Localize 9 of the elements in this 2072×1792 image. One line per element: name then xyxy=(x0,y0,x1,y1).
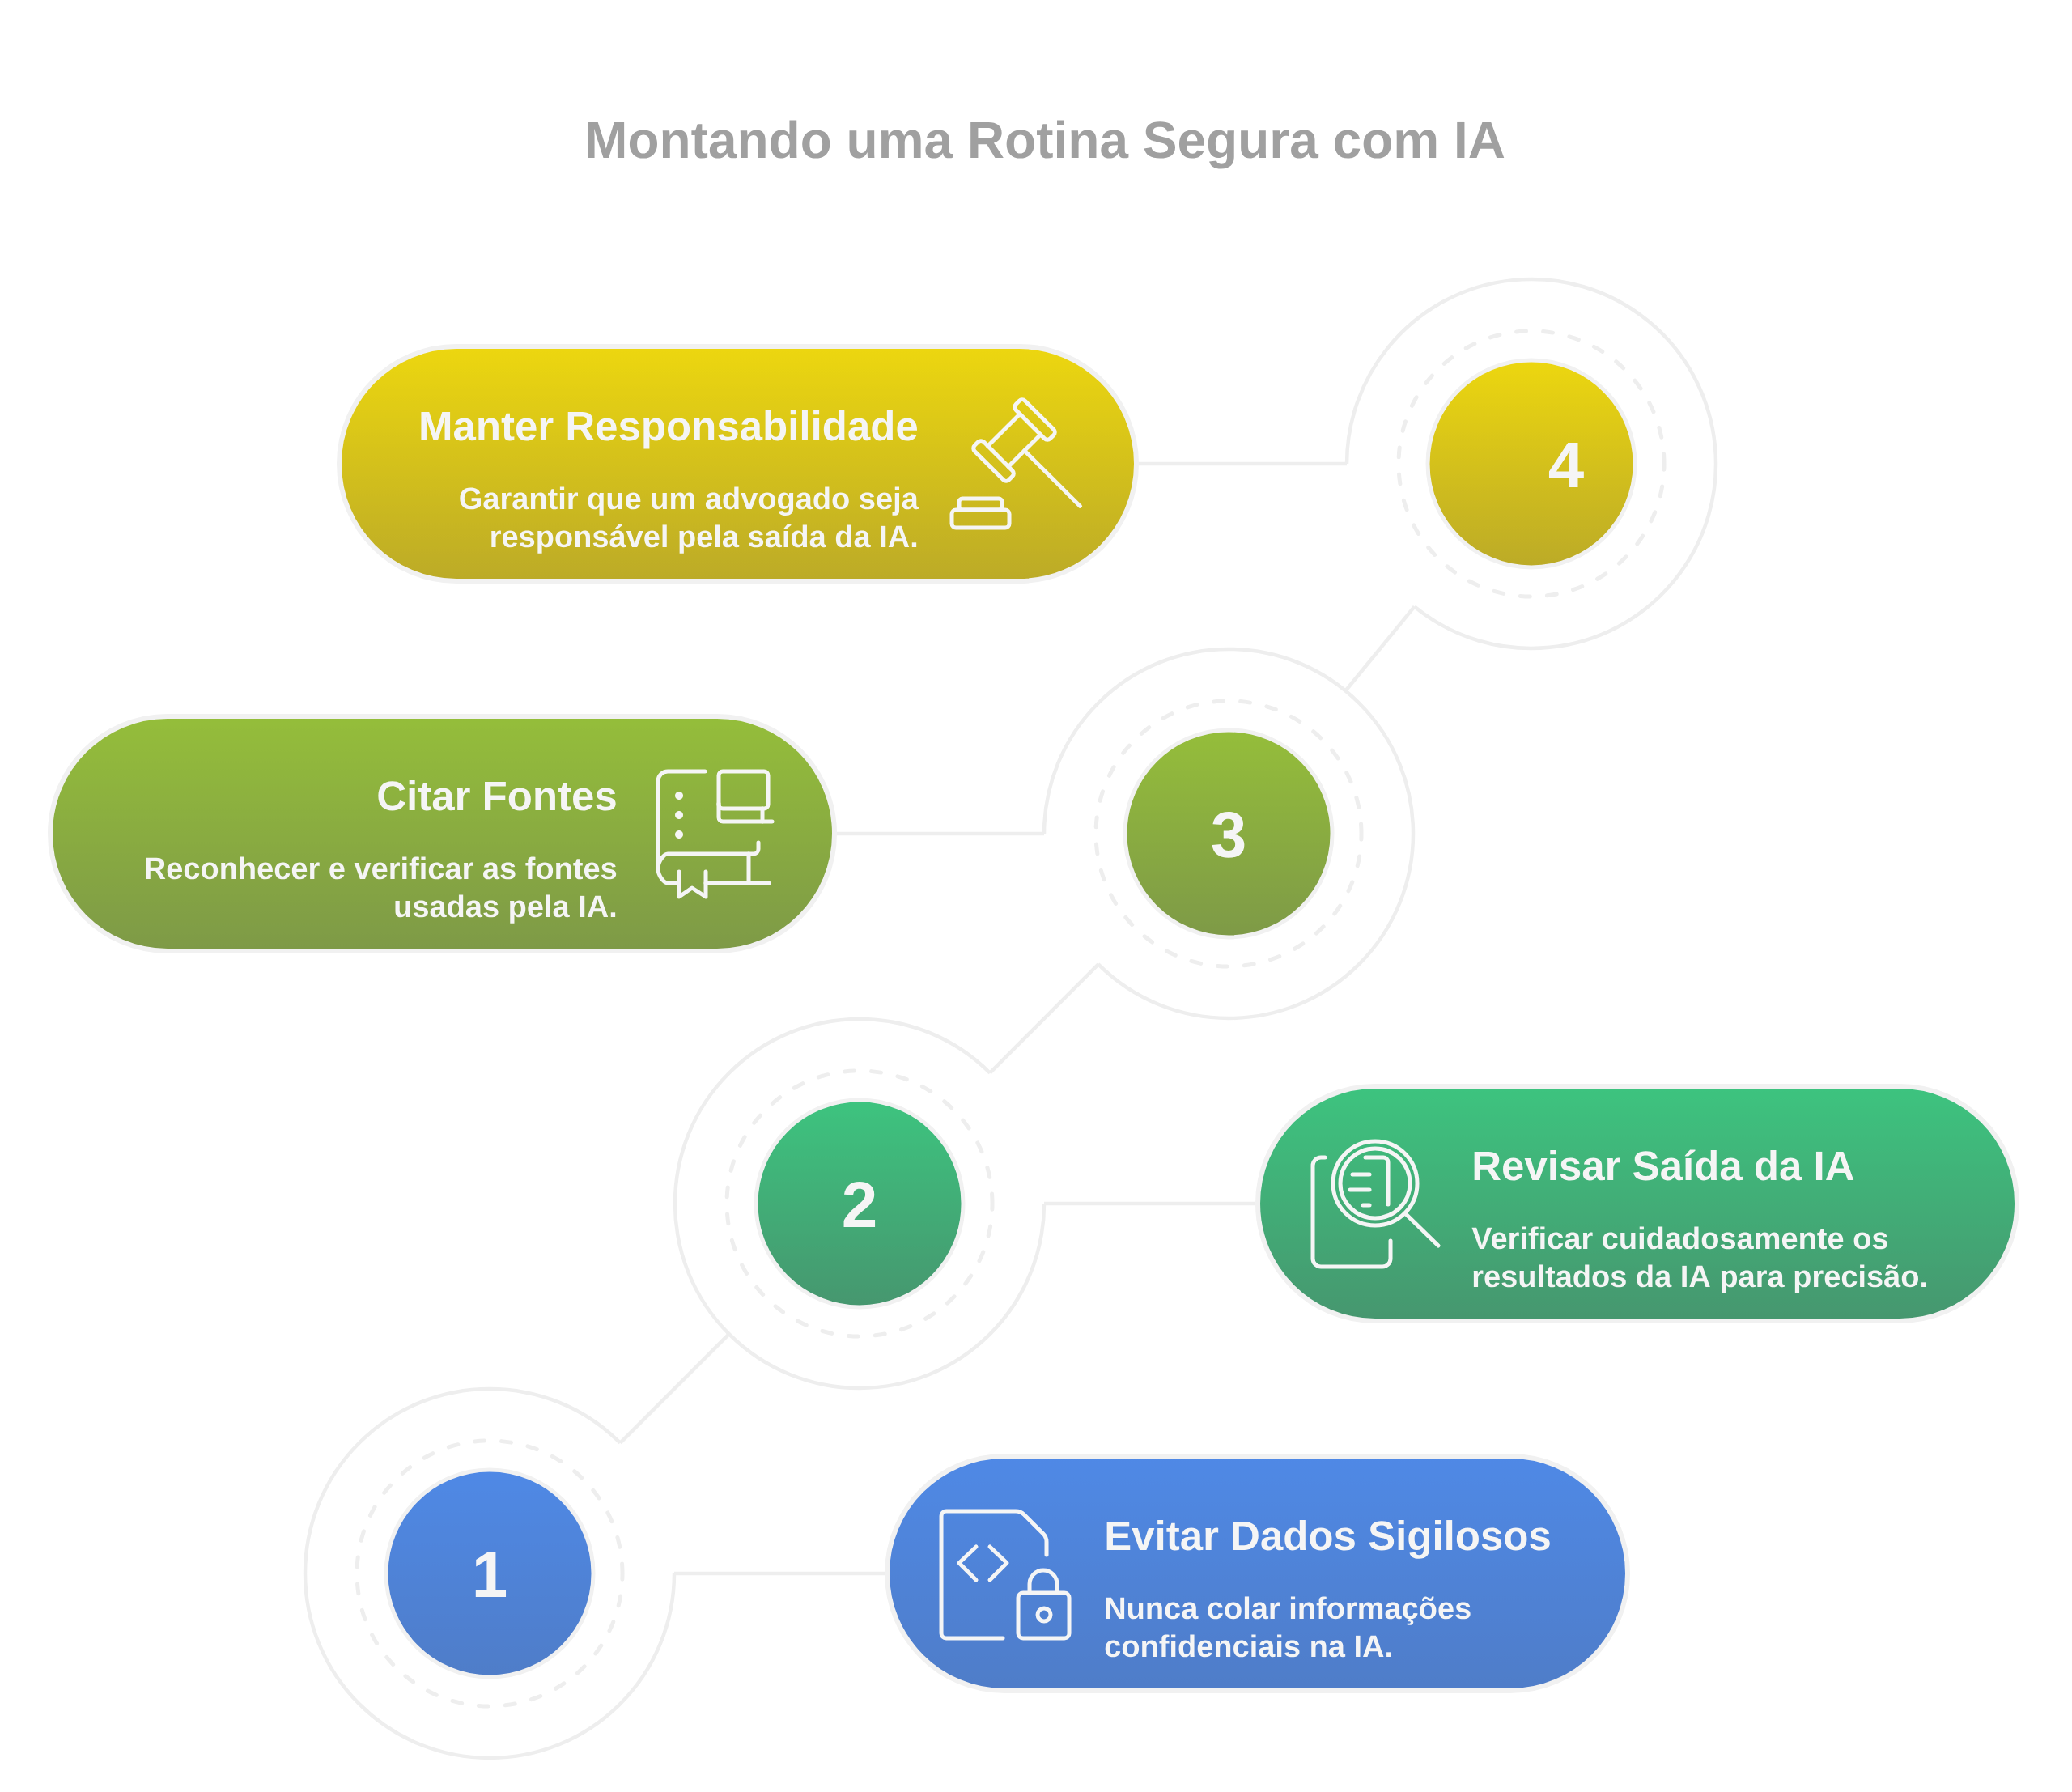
card-heading: Manter Responsabilidade xyxy=(421,410,918,449)
card-heading: Evitar Dados Sigilosos xyxy=(1106,1520,1550,1559)
card-description: Nunca colar informações confidenciais na IA. xyxy=(1105,1596,1471,1658)
card-description: Garantir que um advogado seja responsável pela saída da IA. xyxy=(460,486,919,554)
card-description: Verificar cuidadosamente os resultados da IA para precisão. xyxy=(1471,1226,1926,1293)
card-description: Reconhecer e verificar as fontes usadas pela IA. xyxy=(146,856,617,924)
card-heading: Citar Fontes xyxy=(378,780,616,811)
card-heading: Revisar Saída da IA xyxy=(1474,1149,1854,1181)
title: Montando uma Rotina Segura com IA xyxy=(588,120,1505,169)
